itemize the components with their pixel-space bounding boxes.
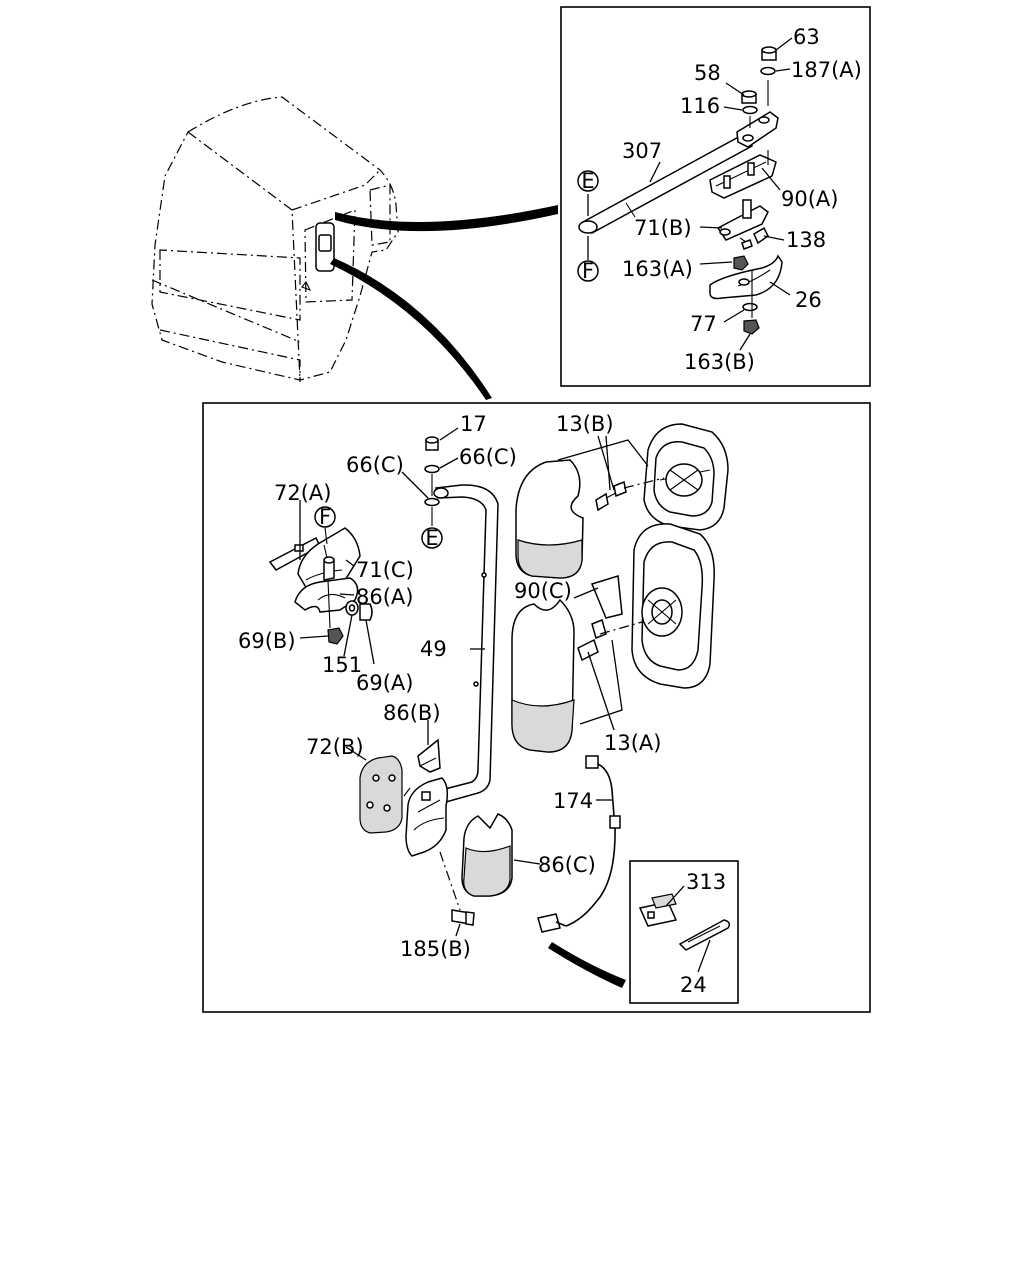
- truck-cab-overview: [151, 96, 558, 400]
- detail-box-mirror-assembly: [202, 402, 871, 1013]
- callout-71c: 71(C): [356, 558, 414, 582]
- callout-313: 313: [686, 870, 726, 894]
- callout-72b: 72(B): [306, 735, 364, 759]
- callout-13b: 13(B): [556, 412, 614, 436]
- detail-box-connector: [629, 860, 739, 1004]
- clip-24: [678, 919, 731, 951]
- callout-49: 49: [420, 637, 447, 661]
- callout-63: 63: [793, 25, 820, 49]
- marker-F-top: F: [577, 259, 599, 283]
- callout-174: 174: [553, 789, 593, 813]
- svg-text:F: F: [319, 505, 331, 529]
- leaders-main-box: [299, 427, 711, 973]
- marker-E-main: E: [421, 526, 443, 550]
- mirror-cover-86c: [461, 813, 513, 897]
- upper-mirror-head: [515, 423, 729, 579]
- callout-13a: 13(A): [604, 731, 661, 755]
- callout-163a: 163(A): [622, 257, 693, 281]
- marker-F-main: F: [314, 505, 336, 529]
- wiring-harness-174: [537, 755, 626, 988]
- stay-bracket-assembly: [578, 46, 783, 335]
- callout-17: 17: [460, 412, 487, 436]
- callout-90c: 90(C): [514, 579, 572, 603]
- callout-26: 26: [795, 288, 822, 312]
- callout-86a: 86(A): [356, 585, 413, 609]
- upper-mount-assembly: [268, 527, 373, 645]
- callout-72a: 72(A): [274, 481, 331, 505]
- svg-text:F: F: [582, 259, 594, 283]
- lower-mirror-head: [511, 523, 715, 753]
- callout-163b: 163(B): [684, 350, 755, 374]
- callout-24: 24: [680, 973, 707, 997]
- callout-185b: 185(B): [400, 937, 471, 961]
- callout-58: 58: [694, 61, 721, 85]
- callout-307: 307: [622, 139, 662, 163]
- connector-313: [638, 893, 678, 927]
- callout-151: 151: [322, 653, 362, 677]
- callout-77: 77: [690, 312, 717, 336]
- callout-86c: 86(C): [538, 853, 596, 877]
- callout-90a: 90(A): [781, 187, 838, 211]
- callout-116: 116: [680, 94, 720, 118]
- lower-mount-assembly: [359, 738, 475, 926]
- callout-138: 138: [786, 228, 826, 252]
- callout-187a: 187(A): [791, 58, 862, 82]
- svg-text:E: E: [581, 169, 594, 193]
- marker-E-top: E: [577, 169, 599, 193]
- svg-text:E: E: [425, 526, 438, 550]
- callout-69a: 69(A): [356, 671, 413, 695]
- callout-66c-a: 66(C): [346, 453, 404, 477]
- callout-86b: 86(B): [383, 701, 441, 725]
- leaders-top-box: [587, 37, 793, 351]
- callout-69b: 69(B): [238, 629, 296, 653]
- callout-71b: 71(B): [634, 216, 692, 240]
- detail-box-stay-bracket: [560, 6, 871, 387]
- callout-66c-b: 66(C): [459, 445, 517, 469]
